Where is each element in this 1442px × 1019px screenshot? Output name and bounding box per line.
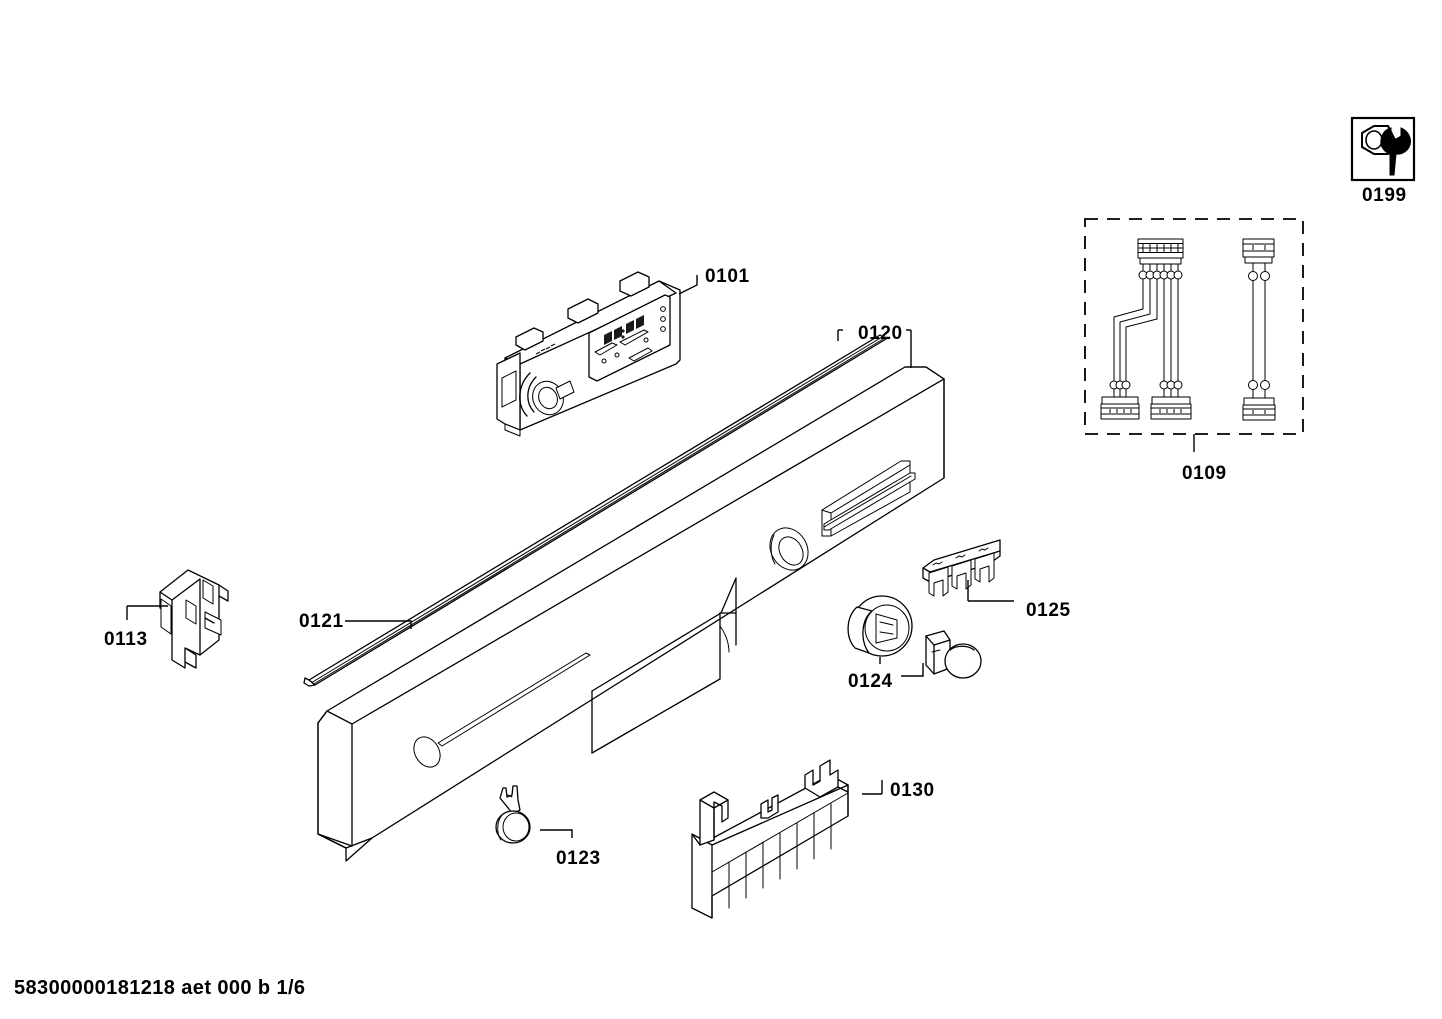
callout-0125: 0125 [1026, 600, 1071, 621]
trim-strip-group [303, 334, 887, 687]
support-bracket-group [691, 759, 883, 919]
handle-recess [591, 577, 737, 754]
harness-six-way [1100, 238, 1192, 420]
callout-0109: 0109 [1182, 463, 1227, 484]
callout-0130: 0130 [890, 780, 935, 801]
callout-0121: 0121 [299, 611, 344, 632]
document-footer: 58300000181218 aet 000 b 1/6 [14, 977, 306, 999]
service-tool-icon-group [1350, 116, 1416, 182]
harness-group-boundary [1084, 218, 1304, 435]
control-module-group [496, 271, 698, 437]
wiring-harness-group [1084, 218, 1304, 452]
display-slot [823, 472, 916, 531]
callout-0113: 0113 [104, 629, 148, 650]
callout-0120: 0120 [858, 323, 903, 344]
leader-0101 [678, 275, 698, 295]
callout-0101: 0101 [705, 266, 750, 287]
button-hole [413, 652, 591, 768]
callout-0124: 0124 [848, 671, 893, 692]
leader-0123 [540, 829, 573, 838]
leader-0121 [345, 620, 412, 629]
button-clip-group [495, 785, 573, 844]
callout-0199: 0199 [1362, 185, 1407, 206]
seven-segment-display [604, 315, 644, 345]
callout-0123: 0123 [556, 848, 601, 869]
bracket-holder-group [126, 569, 229, 669]
leader-0124-arm [901, 663, 924, 677]
harness-two-way [1242, 238, 1276, 421]
wrench-icon [1380, 127, 1411, 176]
knob-mount-hole [769, 527, 809, 571]
button-pad-strip-group [922, 539, 1014, 602]
rotary-knob-group [847, 595, 982, 679]
control-panel-fascia-group [317, 329, 945, 862]
